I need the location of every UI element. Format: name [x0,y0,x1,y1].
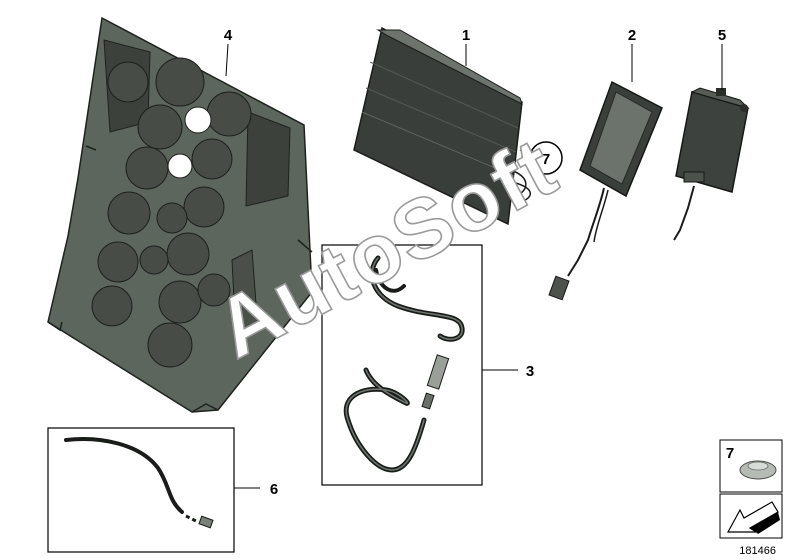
leader-line-4 [225,43,229,77]
callout-7-circle [529,141,563,175]
part-2-control-unit [548,80,663,301]
legend-part-7: 7 [719,439,783,493]
part-3-connector [421,354,450,410]
callout-1: 1 [462,27,470,44]
callout-6: 6 [270,481,278,498]
callout-4: 4 [224,27,233,44]
callout-7: 7 [542,151,550,168]
part-3-box [321,244,483,486]
part-6-box [47,427,235,553]
part-5-pump-unit [673,87,750,241]
leader-line-7 [519,149,531,157]
legend-part-7-label: 7 [726,445,734,462]
diagram-reference-number: 181466 [739,545,776,557]
arrow-shadow-icon [750,512,780,534]
part-6-hose [64,437,214,529]
callout-3: 3 [526,363,534,380]
callout-5: 5 [718,27,726,44]
part-3-hose-set [343,255,465,473]
callout-2: 2 [628,27,636,44]
part-4-backrest-frame [47,16,313,413]
legend-arrow-panel [719,493,783,539]
part-1-seat-mat [353,26,531,226]
